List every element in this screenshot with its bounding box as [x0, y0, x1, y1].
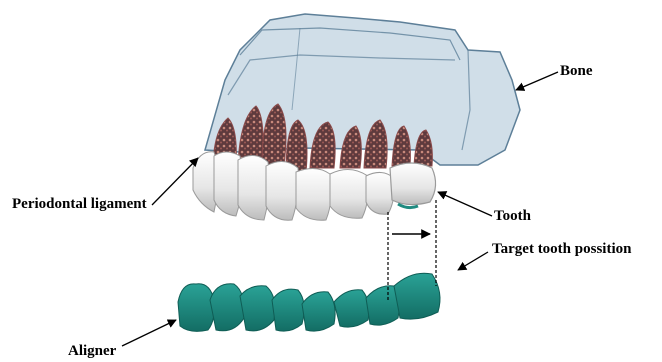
ligament-arrow [152, 158, 198, 205]
target-arrow [458, 252, 488, 270]
tooth-label: Tooth [494, 209, 531, 224]
aligner-shape [178, 273, 440, 331]
bone-arrow [516, 72, 558, 90]
periodontal-ligament-label: Periodontal ligament [12, 197, 147, 212]
tooth-arrow [438, 192, 492, 216]
aligner-label: Aligner [68, 344, 116, 359]
target-tooth-position-label: Target tooth possition [492, 242, 631, 257]
aligner-arrow [122, 320, 176, 346]
bone-label: Bone [560, 64, 593, 79]
